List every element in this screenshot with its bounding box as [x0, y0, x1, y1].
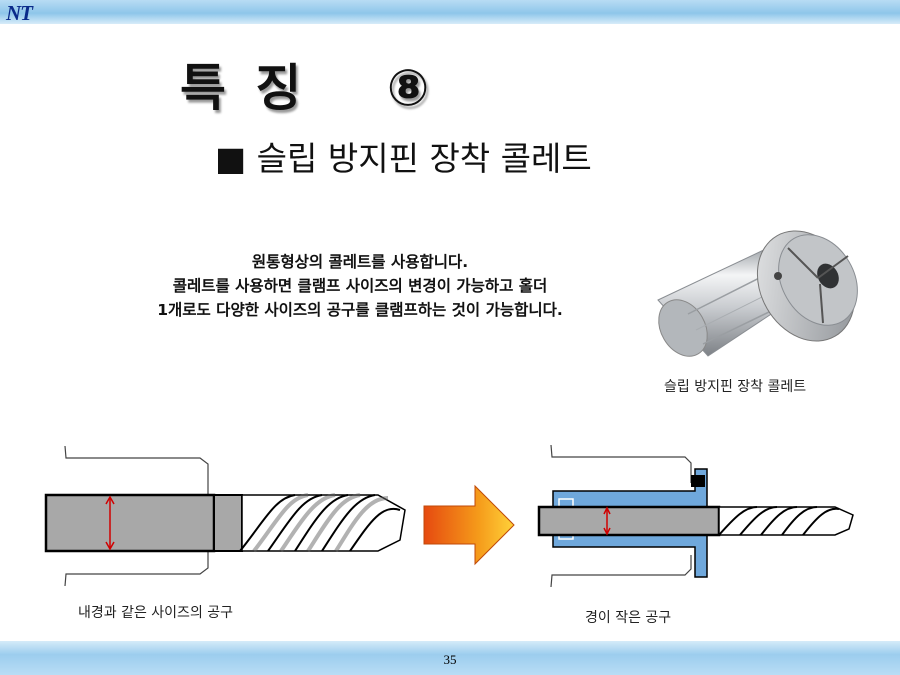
description-block: 원통형상의 콜레트를 사용합니다. 콜레트를 사용하면 클램프 사이즈의 변경이…	[60, 250, 660, 322]
collet-caption: 슬립 방지핀 장착 콜레트	[664, 379, 807, 395]
right-diagram-caption: 경이 작은 공구	[585, 610, 672, 626]
left-diagram-caption: 내경과 같은 사이즈의 공구	[78, 605, 234, 621]
description-line-2: 콜레트를 사용하면 클램프 사이즈의 변경이 가능하고 홀더	[172, 277, 548, 295]
slide-title: 특 징 ⑧	[180, 59, 436, 117]
slide-subtitle: ■ 슬립 방지핀 장착 콜레트	[215, 139, 592, 178]
page-number: 35	[443, 652, 457, 667]
top-band: NT	[0, 0, 900, 25]
right-tool-diagram	[537, 407, 854, 603]
right-arrow-icon	[423, 484, 515, 566]
bottom-band	[0, 641, 900, 675]
left-tool-diagram	[44, 405, 406, 600]
description-line-3: 1개로도 다양한 사이즈의 공구를 클램프하는 것이 가능합니다.	[157, 301, 563, 319]
description-line-1: 원통형상의 콜레트를 사용합니다.	[251, 253, 469, 271]
collet-photo	[657, 230, 858, 357]
company-logo: NT	[6, 1, 33, 25]
